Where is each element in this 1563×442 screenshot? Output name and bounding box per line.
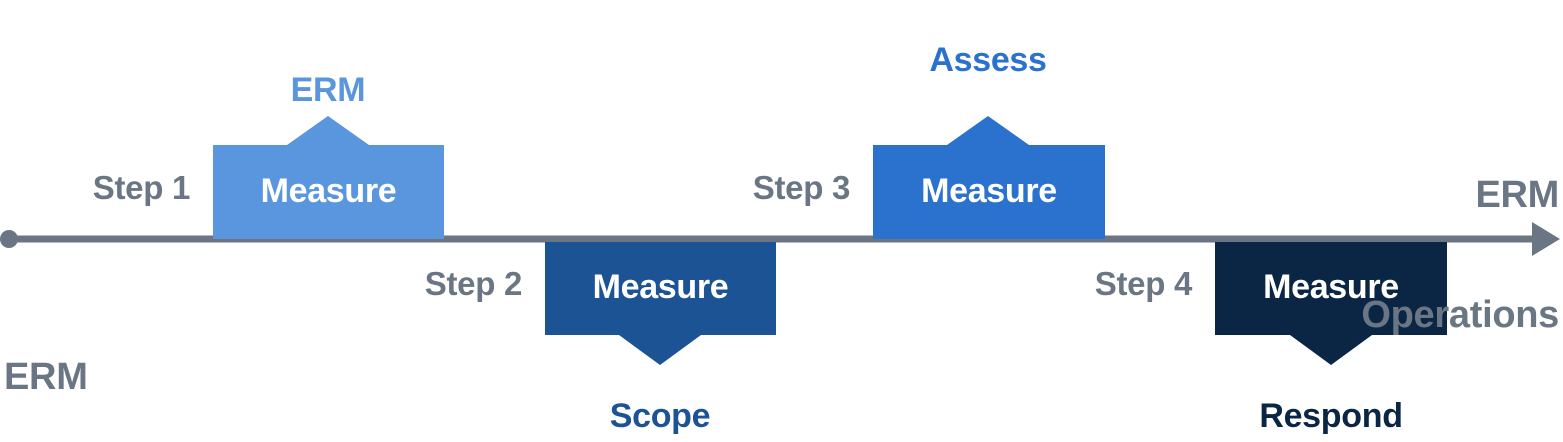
stage-caption-assess: Assess (929, 41, 1047, 79)
stage-1-pentagon[interactable] (213, 116, 444, 239)
phase-label-erm-implementation-line1: ERM (4, 355, 88, 398)
step-label-4: Step 4 (1094, 265, 1193, 302)
stage-4-box-label: Measure (1263, 268, 1399, 306)
stage-2-pentagon[interactable] (545, 242, 776, 365)
phase-label-erm-operations-line1: ERM (1475, 173, 1559, 216)
phase-label-erm-implementation: ERM Implementation (4, 276, 424, 442)
stage-shape-measure-framework[interactable] (213, 116, 444, 239)
stage-caption-scope: Scope (609, 397, 711, 435)
stage-3-box-label: Measure (921, 172, 1057, 210)
stage-4-pentagon[interactable] (1215, 242, 1447, 365)
stage-caption-erm-framework-line1: ERM (290, 71, 366, 110)
stage-shape-measure-assess[interactable] (873, 116, 1105, 239)
timeline-end-arrow (1532, 222, 1560, 256)
stage-caption-respond: Respond (1259, 397, 1403, 435)
timeline-start-dot (0, 230, 18, 248)
phase-label-erm-operations: ERM Operations (1143, 94, 1559, 416)
phase-label-erm-operations-line2: Operations (1361, 294, 1559, 337)
stage-2-box-label: Measure (592, 268, 729, 306)
step-label-3: Step 3 (752, 169, 851, 206)
stage-caption-erm-framework: ERM Framework (178, 0, 478, 288)
stage-3-pentagon[interactable] (873, 116, 1105, 239)
step-label-1: Step 1 (92, 169, 191, 206)
stage-caption-erm-framework-line2: Framework (238, 179, 418, 218)
stage-shape-measure-scope[interactable] (545, 242, 776, 365)
step-label-2: Step 2 (424, 265, 523, 302)
stage-1-box-label: Measure (260, 172, 397, 210)
stage-shape-measure-respond[interactable] (1215, 242, 1447, 365)
